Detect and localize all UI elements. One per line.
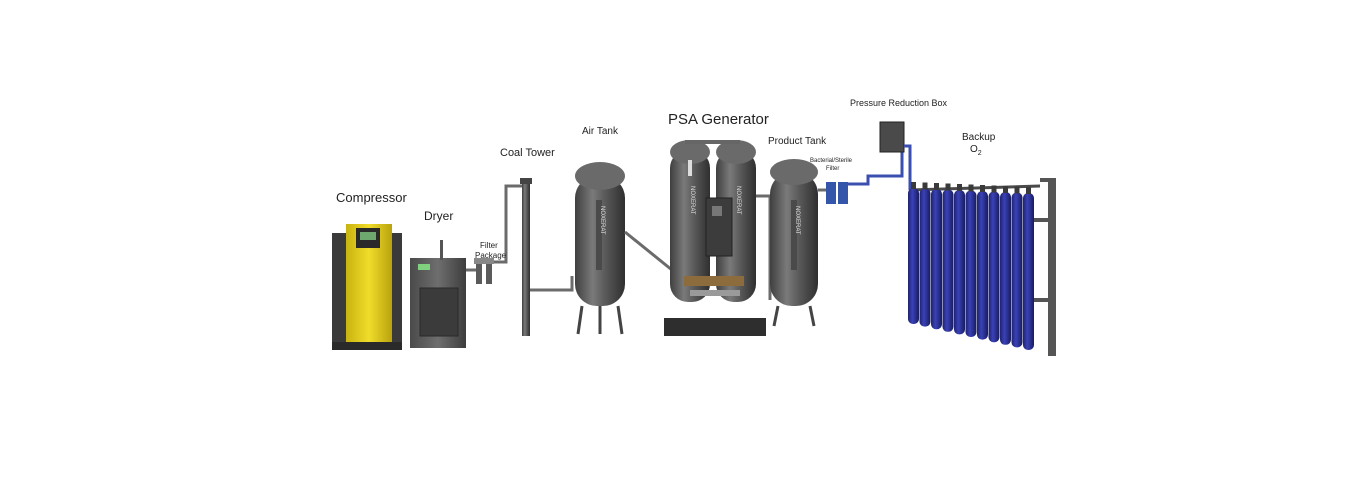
o2-cylinder — [919, 182, 931, 327]
label-backup-1: Backup — [962, 132, 996, 143]
label-dryer: Dryer — [424, 209, 453, 223]
o2-cylinder — [908, 182, 919, 324]
label-backup-2: O2 — [970, 144, 982, 157]
pressure-reduction-box — [879, 121, 912, 190]
o2-cylinder-valve — [1003, 186, 1008, 193]
o2-cylinder-valve — [1014, 186, 1020, 194]
label-compressor: Compressor — [336, 190, 407, 205]
o2-cylinder-body — [942, 189, 954, 332]
o2-cylinder-body — [1011, 192, 1023, 348]
o2-cylinder-valve — [957, 184, 962, 191]
o2-cylinder-body — [988, 191, 1000, 343]
o2-cylinder-valve — [934, 183, 939, 190]
o2-cylinder — [954, 184, 965, 335]
o2-cylinder — [1023, 187, 1034, 350]
o2-cylinder-body — [965, 190, 977, 337]
label-coal-tower: Coal Tower — [500, 147, 555, 159]
pipe-filter-coal — [494, 184, 524, 264]
o2-cylinder-valve — [945, 183, 951, 191]
o2-cylinder-valve — [968, 184, 974, 192]
label-psa-generator: PSA Generator — [668, 111, 769, 128]
o2-cylinder-body — [919, 188, 931, 327]
label-filter-package-2: Package — [475, 251, 507, 260]
o2-cylinder-body — [977, 191, 988, 340]
o2-cylinder — [977, 185, 988, 340]
filter-package — [474, 258, 494, 284]
psa-tank-right-brand: NOXERAT — [735, 186, 741, 215]
o2-cylinder — [988, 185, 1000, 343]
pipe-psa-product — [756, 194, 772, 300]
pipe-coal-airtank — [530, 276, 574, 292]
psa-valve-manifold — [684, 276, 744, 286]
label-product-tank: Product Tank — [768, 136, 827, 147]
o2-cylinder-body — [908, 188, 919, 324]
o2-cylinder-body — [1000, 192, 1011, 345]
product-tank — [770, 159, 818, 327]
psa-tank-left-brand: NOXERAT — [689, 186, 695, 215]
dryer — [410, 240, 466, 348]
o2-cylinder — [1000, 186, 1011, 345]
o2-cylinder-valve — [1026, 187, 1031, 194]
o2-cylinder-valve — [991, 185, 997, 193]
o2-cylinder-body — [931, 189, 942, 330]
o2-cylinder — [942, 183, 954, 332]
o2-cylinder-body — [1023, 193, 1034, 350]
label-pressure-reduction-box: Pressure Reduction Box — [850, 98, 948, 108]
bacterial-filter — [818, 140, 904, 204]
label-filter-package-1: Filter — [480, 241, 498, 250]
label-backup-sub: 2 — [978, 150, 982, 157]
air-tank — [575, 162, 625, 335]
psa-generator — [664, 140, 766, 336]
backup-o2-rack — [908, 178, 1056, 356]
label-bacterial-filter-1: Bacterial/Sterile — [810, 158, 853, 164]
compressor — [332, 224, 402, 350]
o2-cylinder-valve — [911, 182, 916, 189]
label-bacterial-filter-2: Filter — [826, 166, 839, 172]
air-tank-brand: NOXERAT — [599, 206, 605, 235]
label-backup-o: O — [970, 144, 978, 155]
o2-cylinder — [931, 183, 942, 330]
o2-cylinder-valve — [980, 185, 985, 192]
o2-cylinder — [965, 184, 977, 337]
o2-cylinder — [1011, 186, 1023, 348]
o2-cylinder-body — [954, 190, 965, 335]
air-tank-brand-strip — [596, 200, 602, 270]
label-air-tank: Air Tank — [582, 126, 619, 137]
o2-cylinder-valve — [922, 182, 928, 190]
product-tank-brand: NOXERAT — [794, 206, 800, 235]
pipe-airtank-psa — [624, 230, 673, 272]
coal-tower — [520, 178, 532, 336]
